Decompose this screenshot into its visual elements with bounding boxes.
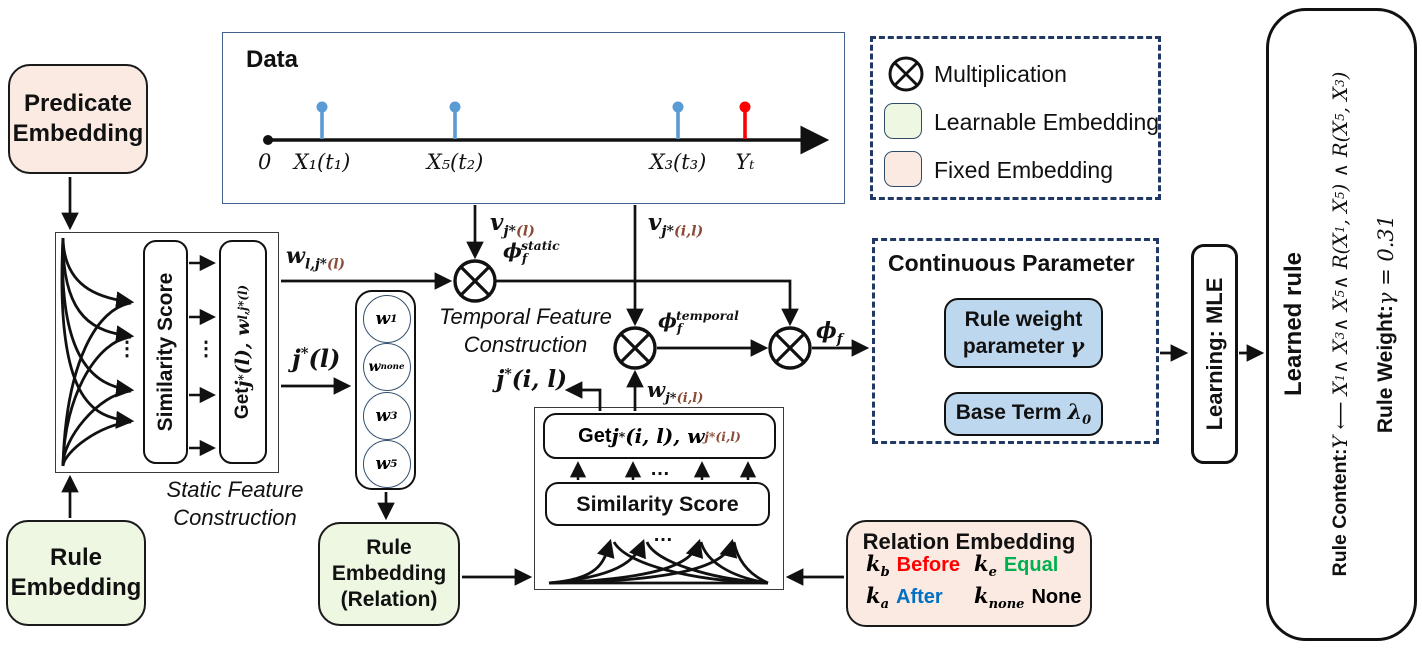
static-feature-caption: Static Feature Construction [166,477,304,530]
ka-symbol: ka [866,583,889,613]
similarity-score-vertical-label: Similarity Score [153,272,177,432]
predicate-embedding-box: Predicate Embedding [8,64,148,174]
learned-rule-title: Learned rule [1280,251,1307,397]
legend-multiplication-label: Multiplication [934,61,1067,87]
kb-symbol: kb [866,551,890,581]
legend-box [870,36,1161,200]
temporal-feature-caption: Temporal Feature Construction [439,304,612,357]
learning-mle-box [1191,244,1238,464]
ellipsis-fan-left: ⋮ [117,338,137,360]
similarity-score-vertical-box [143,240,188,464]
timeline-event-label: X₅(t₂) [426,150,484,174]
timeline-target-label: Yₜ [735,150,755,174]
after-label: After [896,586,943,609]
learned-rule-box [1266,8,1417,641]
rule-embedding-relation-box: Rule Embedding (Relation) [318,522,460,626]
none-label: None [1031,586,1082,609]
get-jstar-l-box [219,240,267,464]
multiplication-icon [453,259,497,303]
multiplication-icon [768,326,812,370]
w-l-jstar-label: wl,j*(l) [286,243,346,273]
data-panel [222,32,845,204]
phi-temporal-label: ϕftemporal [658,308,739,336]
v-jstar-l-label: vj*(l) [490,209,535,240]
learned-rule-weight: Rule Weight: γ = 0.31 [1374,214,1398,434]
relation-embedding-title: Relation Embedding [862,529,1076,554]
fixed-embedding-swatch [884,151,922,187]
continuous-parameter-title: Continuous Parameter [888,250,1135,276]
before-label: Before [896,554,961,576]
base-term-box: Base Term λ0 [944,392,1103,436]
legend-fixed-label: Fixed Embedding [934,157,1113,183]
rule-weight-parameter-box: Rule weight parameter γ [944,298,1103,368]
relation-legend: kb Before ke Equal ka After knone None [866,551,1096,612]
relation-embedding-box: Relation Embedding [846,520,1092,627]
relation-none: knone None [974,583,1096,612]
relation-equal: ke Equal [974,551,1096,580]
learnable-embedding-swatch [884,103,922,139]
relation-after: ka After [866,583,974,612]
timeline-origin-label: 0 [258,150,272,174]
continuous-parameter-box [872,238,1159,444]
similarity-score-horizontal-box: Similarity Score [545,482,770,526]
ellipsis-fan-center: … [653,524,673,546]
phi-f-label: ϕf [816,318,843,348]
base-term-label: Base Term λ0 [955,399,1092,429]
timeline-event-label: X₁(t₁) [293,150,351,174]
timeline-event-label: X₃(t₃) [649,150,707,174]
v-jstar-il-label: vj*(i,l) [648,209,704,240]
jstar-l-label: j*(l) [292,344,341,373]
knone-symbol: knone [974,583,1025,613]
w-jstar-il-label: wj*(i,l) [647,377,704,407]
rule-weight-parameter-label: Rule weight parameter γ [962,307,1085,358]
data-title: Data [246,46,299,73]
phi-static-label: ϕfstatic [503,238,560,266]
learning-mle-label: Learning: MLE [1201,277,1227,431]
relation-before: kb Before [866,551,974,580]
rule-embedding-box: Rule Embedding [6,520,146,626]
ellipsis-arrows-left: ⋮ [196,338,216,360]
jstar-il-label: j*(i, l) [496,366,568,393]
ellipsis-arrows-center: … [650,458,670,480]
ke-symbol: ke [974,551,997,581]
equal-label: Equal [1003,554,1059,576]
legend-learnable-label: Learnable Embedding [934,109,1160,135]
